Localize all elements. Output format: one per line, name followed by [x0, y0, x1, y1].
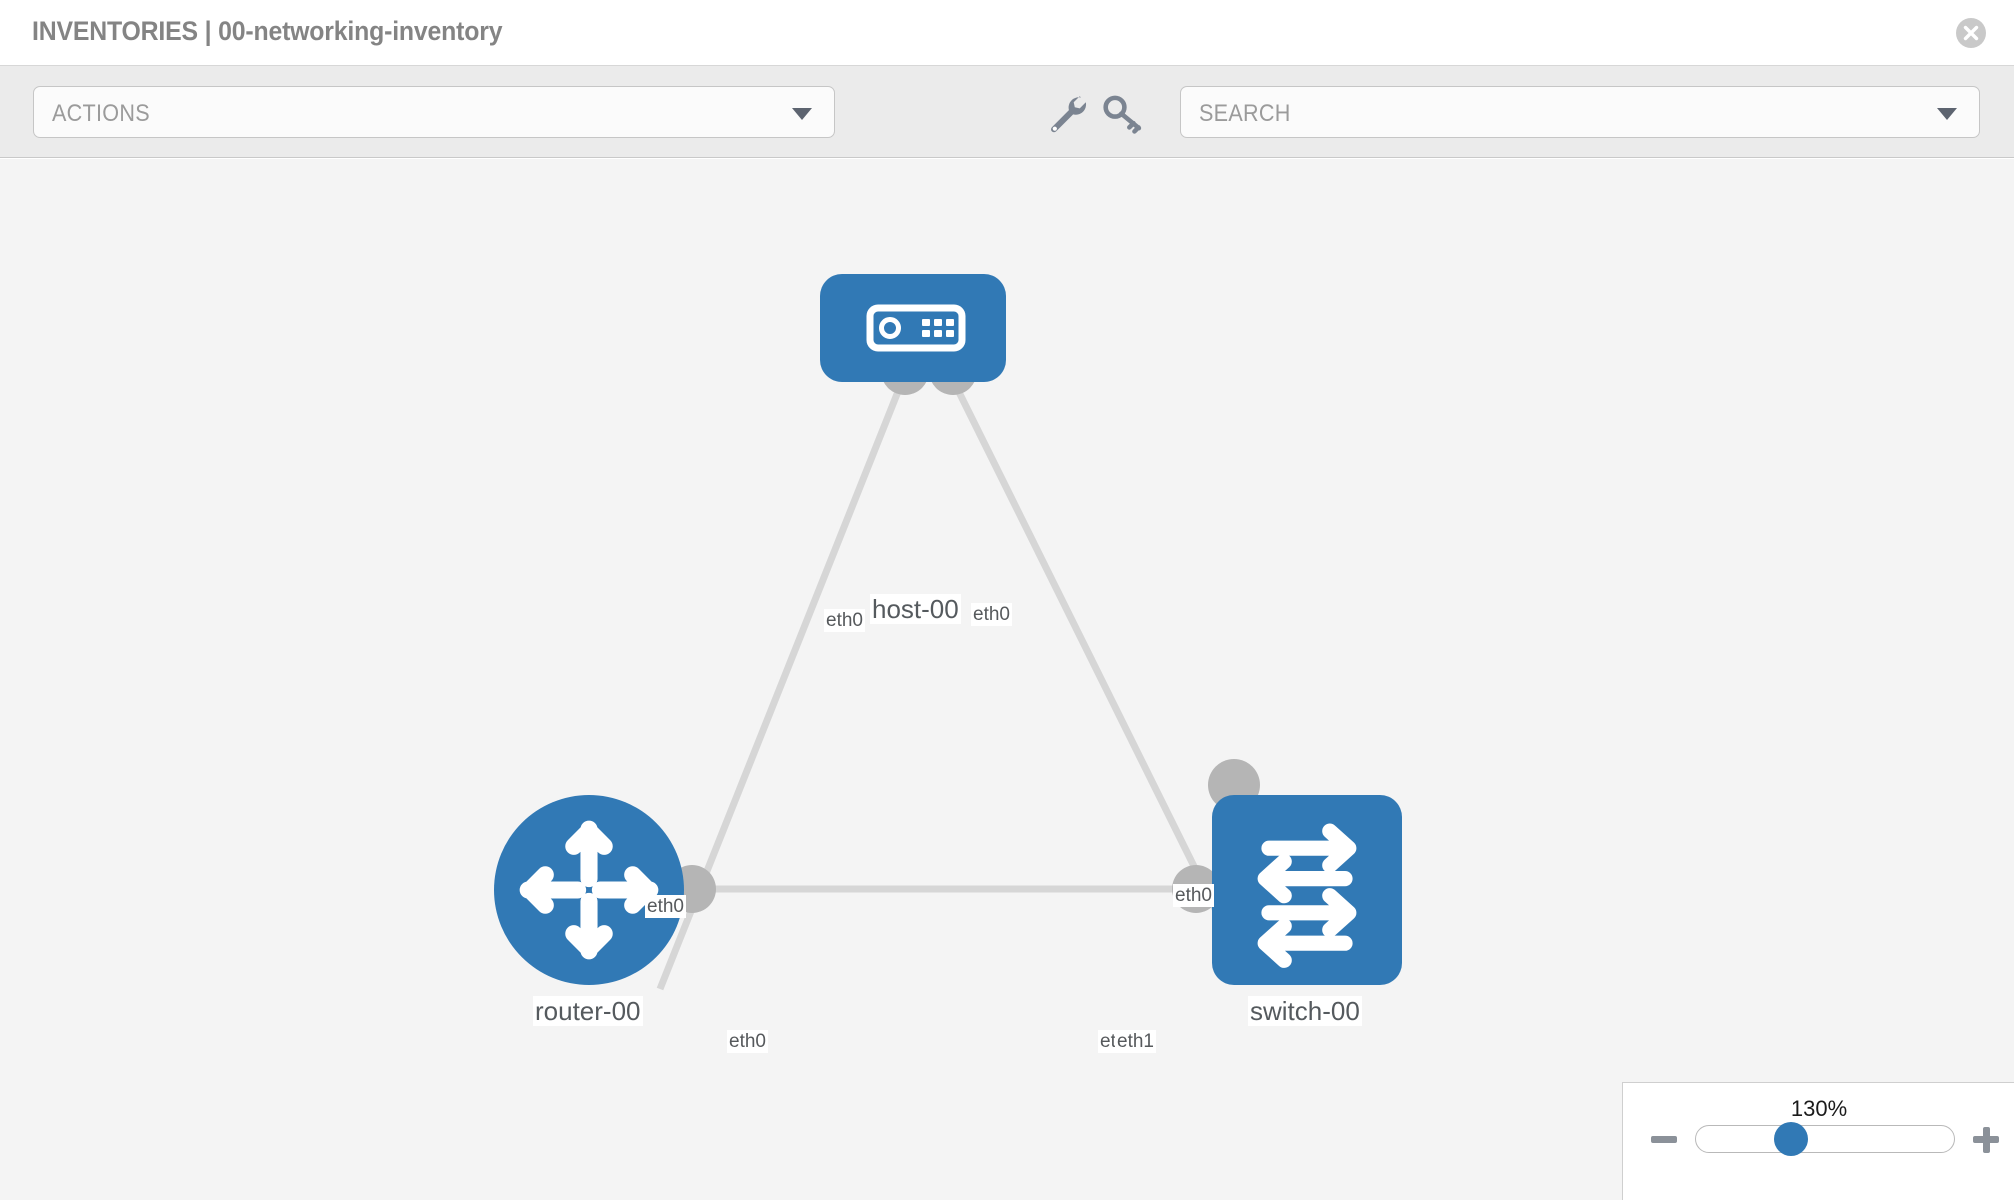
- actions-dropdown[interactable]: ACTIONS: [33, 86, 835, 138]
- server-icon: [866, 304, 966, 352]
- topology-canvas[interactable]: host-00 router-00: [0, 159, 2014, 1200]
- chevron-down-icon: [792, 108, 812, 120]
- zoom-slider-track[interactable]: [1695, 1125, 1955, 1153]
- link-label-router-eth0-switch: eth0: [727, 1030, 768, 1053]
- search-input[interactable]: SEARCH: [1180, 86, 1980, 138]
- key-icon[interactable]: [1100, 90, 1144, 134]
- link-host-switch: [946, 372, 1239, 951]
- node-host-00[interactable]: [820, 274, 1006, 382]
- node-switch-00[interactable]: [1212, 795, 1402, 985]
- zoom-control-panel: 130%: [1622, 1082, 2014, 1200]
- wrench-icon[interactable]: [1044, 90, 1088, 134]
- link-label-switch-eth0-host: eth0: [1173, 884, 1214, 907]
- node-label-router-00: router-00: [533, 996, 643, 1026]
- topology-graph: [656, 347, 1260, 991]
- link-label-host-eth0-router: eth0: [824, 609, 865, 632]
- chevron-down-icon[interactable]: [1937, 108, 1957, 120]
- switch-arrows-icon: [1257, 823, 1357, 968]
- close-icon[interactable]: [1956, 18, 1986, 48]
- page-header: INVENTORIES | 00-networking-inventory: [0, 0, 2014, 66]
- link-label-router-eth0-host: eth0: [645, 895, 686, 918]
- node-label-host-00: host-00: [870, 594, 961, 624]
- search-placeholder: SEARCH: [1199, 100, 1291, 127]
- node-router-00[interactable]: [494, 795, 684, 985]
- zoom-slider-thumb[interactable]: [1774, 1122, 1808, 1156]
- page-title: INVENTORIES | 00-networking-inventory: [32, 16, 503, 46]
- link-label-host-eth0-switch: eth0: [971, 603, 1012, 626]
- link-label-switch-eth1-router: eth1: [1115, 1030, 1156, 1053]
- zoom-level-value: 130%: [1790, 1096, 1848, 1121]
- zoom-out-button[interactable]: [1651, 1136, 1677, 1143]
- router-arrows-icon: [519, 820, 659, 960]
- topology-toolbar: ACTIONS SEARCH: [0, 66, 2014, 158]
- zoom-in-button-vertical[interactable]: [1982, 1126, 1990, 1153]
- actions-dropdown-label: ACTIONS: [52, 100, 150, 127]
- node-label-switch-00: switch-00: [1248, 996, 1362, 1026]
